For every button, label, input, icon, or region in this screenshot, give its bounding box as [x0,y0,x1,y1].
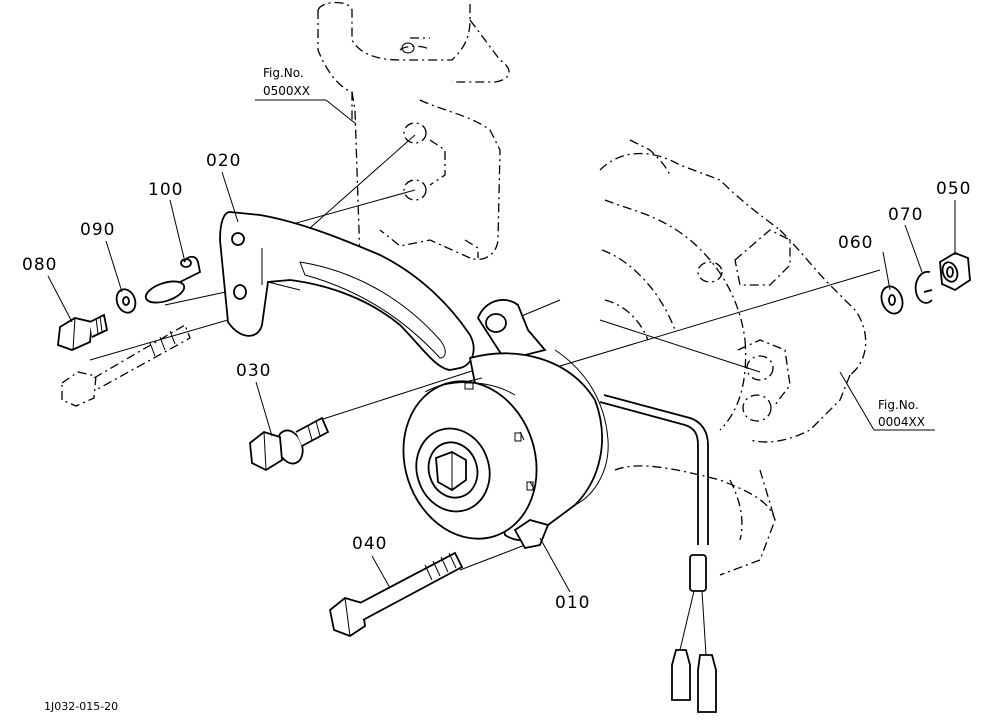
leader-lines [47,99,956,593]
figref-top-line2: 0500XX [263,84,310,98]
figref-right-line1: Fig.No. [878,398,919,412]
alternator-010 [402,299,609,550]
part-label-070: 070 [888,205,923,225]
part-label-040: 040 [352,534,387,554]
assembly-centerlines [89,134,881,571]
bolt-040 [329,551,464,638]
wire-clamp-100 [144,255,202,304]
part-label-010: 010 [555,593,590,613]
bolt-030 [249,416,330,472]
bolt-080 [57,313,109,351]
washer-090 [115,288,137,314]
drawing-code: 1J032-015-20 [44,700,118,713]
long-bolt-ghost [61,324,191,407]
wire-harness [599,394,717,713]
part-label-060: 060 [838,233,873,253]
spring-washer-070 [914,270,933,304]
alternator-bracket-020 [219,211,475,371]
part-label-080: 080 [22,255,57,275]
figref-right-line2: 0004XX [878,415,925,429]
figref-top-line1: Fig.No. [263,66,304,80]
part-label-100: 100 [148,180,183,200]
nut-050 [939,252,971,292]
gear-case-housing-outline [599,139,867,576]
part-label-030: 030 [236,361,271,381]
washer-060 [880,285,904,315]
part-label-090: 090 [80,220,115,240]
part-label-020: 020 [206,151,241,171]
part-label-050: 050 [936,179,971,199]
